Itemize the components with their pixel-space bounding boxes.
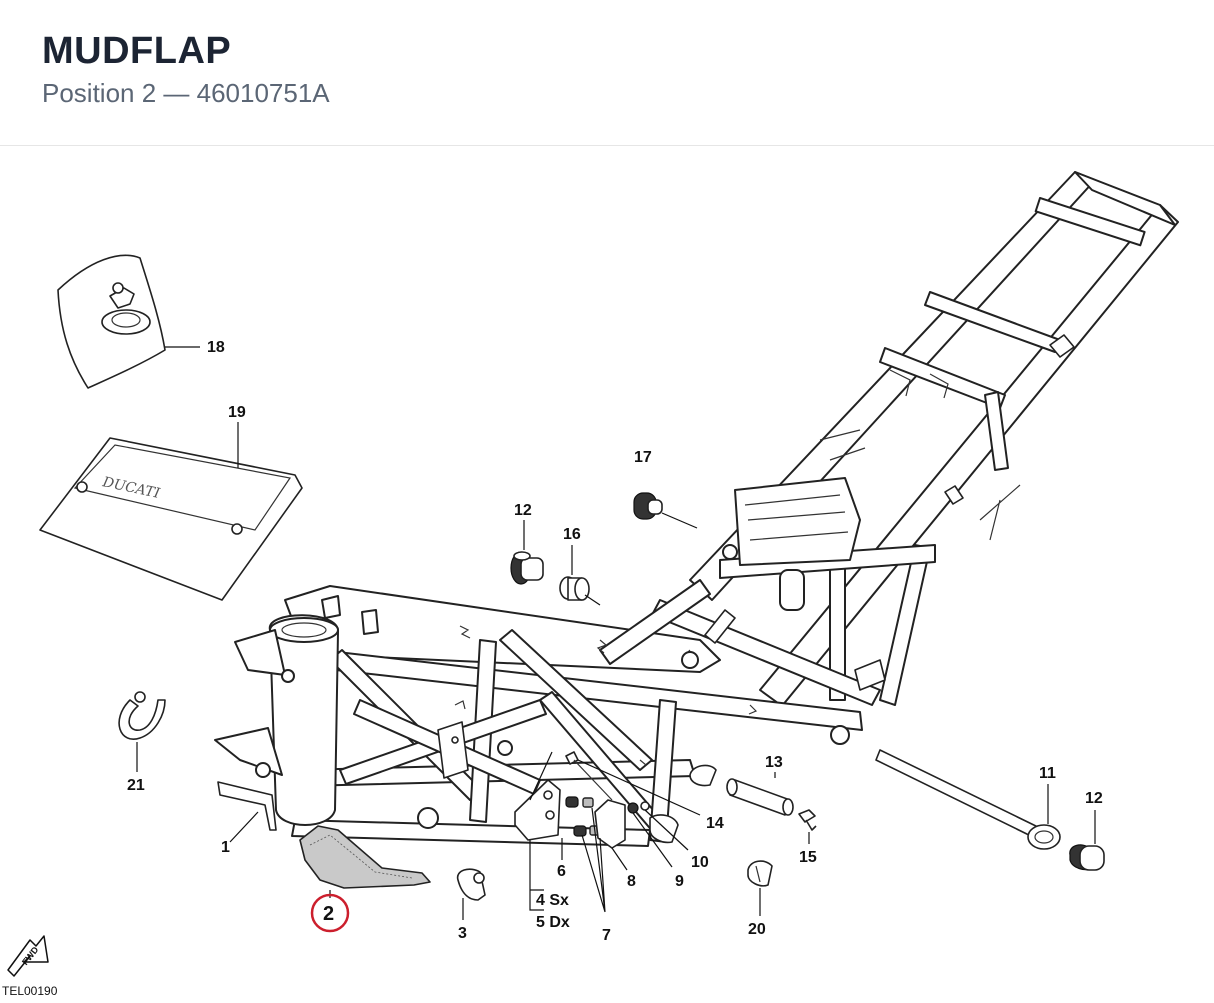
label-8: 8 xyxy=(627,873,636,890)
label-3: 3 xyxy=(458,925,467,942)
page-title: MUDFLAP xyxy=(42,30,232,72)
label-13: 13 xyxy=(765,754,783,771)
part-15-screw[interactable] xyxy=(798,809,817,831)
label-10: 10 xyxy=(691,854,709,871)
label-4: 4 Sx xyxy=(536,892,569,909)
label-20: 20 xyxy=(748,921,766,938)
part-20-plug[interactable] xyxy=(747,860,773,887)
highlight-ring-2[interactable] xyxy=(310,893,350,933)
part-12-grommet-upper[interactable] xyxy=(510,551,544,585)
exploded-parts-diagram: DUCATI xyxy=(7,171,1179,977)
part-2-mudflap[interactable] xyxy=(299,825,431,889)
part-21-clamp[interactable] xyxy=(118,691,166,740)
label-9: 9 xyxy=(675,873,684,890)
part-6-bolts[interactable] xyxy=(565,796,587,837)
frame-part-1[interactable] xyxy=(214,171,1179,847)
part-8-plate[interactable] xyxy=(594,799,626,849)
label-12-upper: 12 xyxy=(514,502,532,519)
page-header: MUDFLAP Position 2 — 46010751A xyxy=(0,0,1214,146)
label-19: 19 xyxy=(228,404,246,421)
part-16-spacer[interactable] xyxy=(559,576,590,601)
label-2: 2 xyxy=(323,903,334,925)
label-14: 14 xyxy=(706,815,724,832)
label-18: 18 xyxy=(207,339,225,356)
part-13-spacer-tube[interactable] xyxy=(689,764,794,816)
drawing-code: TEL00190 xyxy=(2,984,58,998)
label-15: 15 xyxy=(799,849,817,866)
part-9-nut[interactable] xyxy=(627,802,639,814)
part-3-clip[interactable] xyxy=(456,868,486,901)
label-7: 7 xyxy=(602,927,611,944)
label-21: 21 xyxy=(127,777,145,794)
label-17: 17 xyxy=(634,449,652,466)
label-12-lower: 12 xyxy=(1085,790,1103,807)
part-18-tank-cap-cover[interactable] xyxy=(57,254,166,389)
label-1: 1 xyxy=(221,839,230,856)
part-4-5-bracket[interactable] xyxy=(437,721,561,841)
label-16: 16 xyxy=(563,526,581,543)
label-5: 5 Dx xyxy=(536,914,570,931)
page-subtitle: Position 2 — 46010751A xyxy=(42,78,330,108)
label-11: 11 xyxy=(1039,765,1056,782)
part-17-bush[interactable] xyxy=(633,492,663,520)
part-19-seat[interactable]: DUCATI xyxy=(39,437,303,601)
part-11-pivot-shaft[interactable] xyxy=(875,749,1061,850)
part-12-grommet-lower[interactable] xyxy=(1069,844,1105,871)
label-6: 6 xyxy=(557,863,566,880)
fwd-arrow-icon: FWD xyxy=(7,935,49,977)
